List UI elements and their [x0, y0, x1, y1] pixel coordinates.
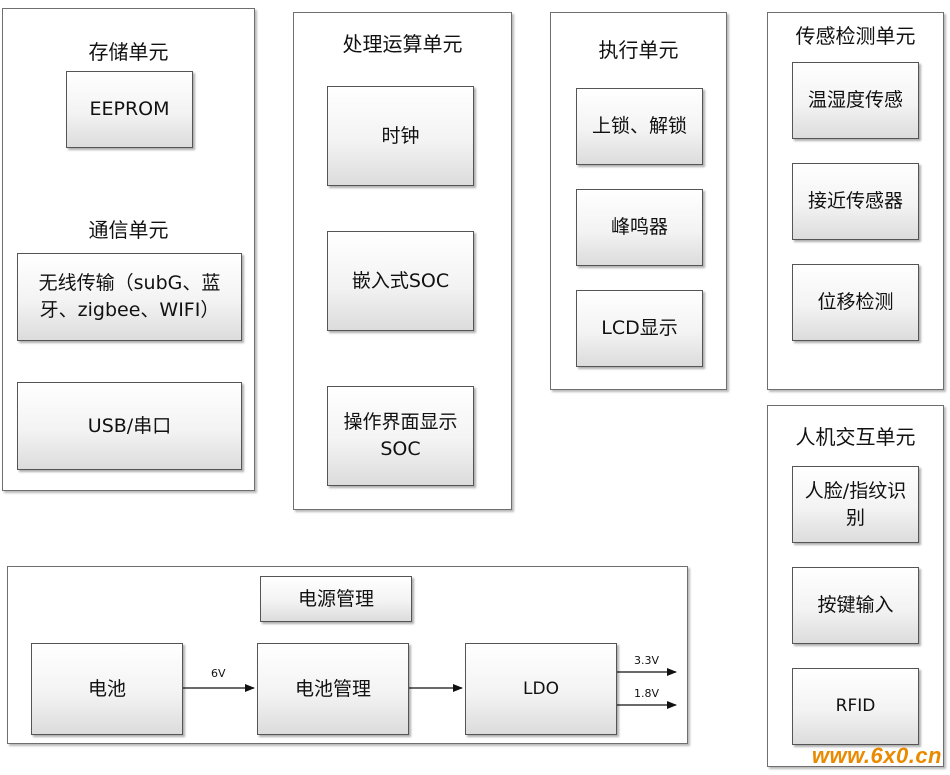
- watermark: www.6x0.cn: [811, 743, 942, 768]
- sensing-group: 传感检测单元 温湿度传感 接近传感器 位移检测: [767, 12, 944, 390]
- power-title-box: 电源管理: [260, 576, 412, 622]
- label-6v: 6V: [211, 667, 226, 680]
- storage-unit-title: 存储单元: [88, 40, 169, 64]
- displacement-box: 位移检测: [792, 264, 919, 341]
- lock-unlock-box: 上锁、解锁: [576, 88, 703, 165]
- ldo-box: LDO: [465, 643, 617, 735]
- temp-humidity-box: 温湿度传感: [792, 62, 919, 139]
- face-line1: 人脸/指纹识: [804, 479, 907, 502]
- ui-soc-line2: SOC: [380, 438, 421, 460]
- face-fingerprint-box: 人脸/指纹识 别: [792, 466, 919, 543]
- label-3v3: 3.3V: [634, 654, 660, 667]
- battery-box: 电池: [31, 643, 183, 735]
- execution-unit-title: 执行单元: [598, 38, 679, 62]
- embedded-soc-box: 嵌入式SOC: [327, 231, 474, 331]
- storage-comm-group: 存储单元 EEPROM 通信单元 无线传输（subG、蓝牙、zigbee、WIF…: [2, 8, 255, 491]
- wireless-box: 无线传输（subG、蓝牙、zigbee、WIFI）: [17, 253, 242, 341]
- eeprom-box: EEPROM: [66, 71, 193, 148]
- ui-soc-box: 操作界面显示 SOC: [327, 386, 474, 486]
- execution-group: 执行单元 上锁、解锁 峰鸣器 LCD显示: [550, 12, 727, 390]
- face-line2: 别: [845, 506, 865, 529]
- buzzer-box: 峰鸣器: [576, 189, 703, 266]
- processing-group: 处理运算单元 时钟 嵌入式SOC 操作界面显示 SOC: [293, 12, 512, 510]
- key-input-box: 按键输入: [792, 567, 919, 644]
- processing-unit-title: 处理运算单元: [342, 32, 463, 56]
- comm-unit-title: 通信单元: [88, 218, 169, 242]
- power-group: 电源管理 电池 电池管理 LDO: [7, 566, 688, 744]
- ui-soc-line1: 操作界面显示: [343, 411, 458, 433]
- label-1v8: 1.8V: [634, 687, 660, 700]
- hmi-unit-title: 人机交互单元: [795, 425, 916, 449]
- proximity-sensor-box: 接近传感器: [792, 163, 919, 240]
- rfid-box: RFID: [792, 668, 919, 745]
- hmi-group: 人机交互单元 人脸/指纹识 别 按键输入 RFID: [767, 405, 944, 767]
- clock-box: 时钟: [327, 86, 474, 186]
- lcd-display-box: LCD显示: [576, 290, 703, 367]
- sensing-unit-title: 传感检测单元: [795, 24, 916, 48]
- battery-mgmt-box: 电池管理: [257, 643, 409, 735]
- usb-serial-box: USB/串口: [17, 382, 242, 470]
